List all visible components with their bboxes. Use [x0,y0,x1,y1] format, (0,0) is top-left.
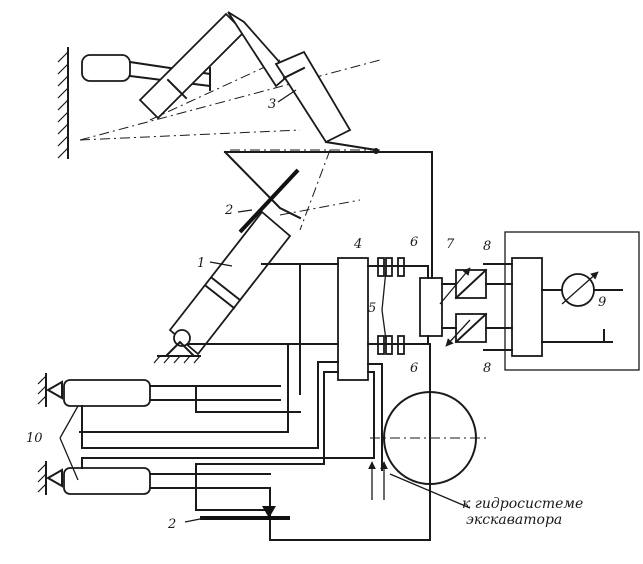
converter-8-upper [439,267,488,305]
ground-pivot-1 [153,340,201,364]
block-7 [419,277,443,337]
signal-lines [187,151,513,433]
lower-cylinder-upper [63,379,301,413]
valve-2-upper-bar [238,168,300,234]
label-6-lower: 6 [410,361,418,376]
label-6-upper: 6 [410,235,418,250]
label-2-lower: 2 [167,517,176,532]
leader-lines [59,89,387,523]
label-1: 1 [197,256,205,271]
label-9: 9 [598,295,606,310]
label-3: 3 [268,97,276,112]
lower-cylinder-lower [63,463,271,501]
caption-line-2: экскаватора [466,512,562,528]
ground-wall-lower-1 [37,373,63,407]
supply-arrows [368,461,471,509]
coupling-lower [367,335,429,355]
label-7: 7 [446,237,455,252]
ground-wall-lower-2 [37,461,63,495]
coupling-upper [367,257,429,277]
ground-wall-top [57,47,69,159]
block-4 [337,257,369,381]
label-10: 10 [26,431,43,446]
caption-line-1: к гидросистеме [462,496,583,512]
label-2-upper: 2 [224,203,233,218]
indicator-panel [504,231,640,371]
label-8-upper: 8 [483,239,491,254]
converter-8-lower [445,312,488,347]
main-cylinder-1 [168,210,292,356]
upper-diagonal-cylinder-b [227,11,379,154]
label-5: 5 [368,301,376,316]
label-8-lower: 8 [483,361,491,376]
phantom-upper-position [79,59,381,231]
label-4: 4 [353,237,362,252]
hydraulic-lines [79,343,431,541]
